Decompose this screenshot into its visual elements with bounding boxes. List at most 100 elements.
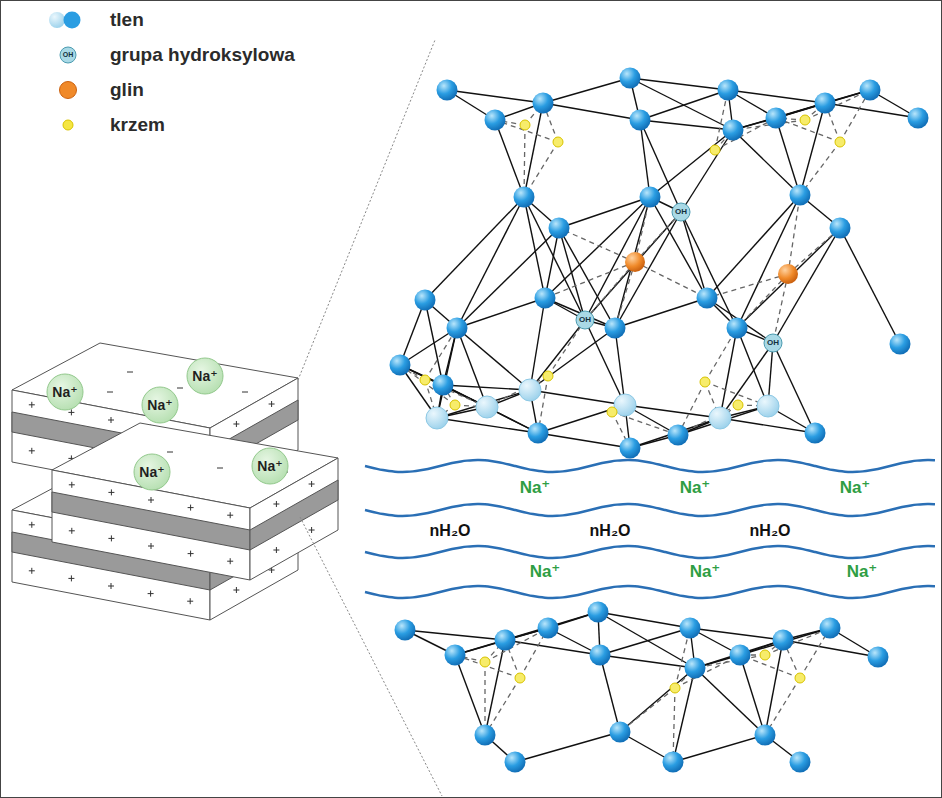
charge-plus: [29, 402, 35, 408]
bond-line: [524, 197, 545, 298]
charge-plus: [29, 522, 35, 528]
bond-line: [737, 228, 840, 328]
hydroxyl-label: OH: [767, 339, 779, 347]
oxygen-atom: [727, 318, 748, 339]
hydroxyl-label: OH: [675, 208, 687, 216]
node-fill: [142, 387, 178, 423]
water-label: nH₂O: [587, 522, 634, 540]
sodium-ion-label: Na⁺: [517, 479, 554, 498]
bond-line: [678, 406, 768, 435]
silicon-atom: [553, 137, 563, 147]
silicon-atom: [795, 673, 805, 683]
sodium-ion: Na⁺: [186, 357, 224, 395]
charge-plus: [29, 448, 35, 454]
oxygen-atom: [437, 80, 458, 101]
interlayer-wave: [365, 504, 935, 516]
oxygen-atom-back: [476, 396, 498, 418]
bond-line: [737, 195, 800, 328]
oxygen-atom: [815, 93, 836, 114]
bond-line: [840, 228, 900, 344]
bond-dashed: [559, 228, 635, 262]
silicon-atom: [835, 137, 845, 147]
bond-line: [600, 628, 690, 655]
charge-minus: [217, 468, 223, 469]
bond-line: [585, 212, 681, 320]
hydroxyl-group: OH: [671, 202, 691, 222]
silicon-atom: [760, 650, 770, 660]
bond-line: [681, 130, 733, 212]
hydroxyl-group: OH: [575, 310, 595, 330]
charge-plus: [108, 535, 114, 541]
ion-label: Na⁺: [257, 459, 282, 473]
bond-dashed: [524, 125, 525, 197]
silicon-atom: [710, 145, 720, 155]
bond-line: [707, 298, 773, 343]
charge-plus: [187, 598, 193, 604]
legend-swatch: [40, 75, 90, 105]
bond-dashed: [635, 212, 681, 262]
sodium-ion-label: Na⁺: [677, 479, 714, 498]
interlayer-wave: [365, 460, 935, 472]
bond-line: [437, 390, 530, 418]
bond-line: [538, 405, 625, 433]
sodium-ion-label: Na⁺: [527, 563, 564, 582]
bond-line: [620, 668, 695, 732]
legend-item: grupa hydroksylowa: [40, 40, 295, 70]
legend-swatch: [40, 5, 90, 35]
interlayer-wave: [365, 586, 935, 598]
sodium-ion: Na⁺: [46, 373, 84, 411]
hydroxyl-label: OH: [579, 316, 591, 324]
oxygen-atom-back: [519, 379, 541, 401]
bond-line: [625, 405, 720, 418]
layer-face: [52, 492, 250, 550]
oxygen-atom: [528, 423, 549, 444]
silicon-atom: [800, 115, 810, 125]
oxygen-atom: [447, 318, 468, 339]
silicon-atom: [450, 400, 460, 410]
oxygen-atom: [908, 108, 929, 129]
bond-line: [505, 612, 598, 640]
legend-text: tlen: [110, 9, 144, 31]
bond-line: [690, 628, 783, 640]
charge-plus: [148, 497, 154, 503]
oxygen-atom: [620, 438, 641, 459]
bond-dashed: [707, 274, 788, 298]
oxygen-atom-back: [709, 407, 731, 429]
bond-line: [545, 298, 615, 328]
bond-dashed: [585, 262, 635, 320]
silicon-atom: [700, 377, 710, 387]
oxygen-atom: [535, 288, 556, 309]
oxygen-atom: [475, 725, 496, 746]
bond-dashed: [673, 688, 675, 762]
bond-line: [740, 655, 765, 735]
bond-dashed: [635, 262, 707, 298]
bond-line: [405, 630, 505, 640]
bond-line: [776, 90, 870, 118]
silicon-atom: [520, 120, 530, 130]
oxygen-atom: [680, 618, 701, 639]
oxygen-atom: [663, 752, 684, 773]
silicon-atom: [733, 400, 743, 410]
bond-dashed: [773, 274, 788, 343]
water-label: nH₂O: [427, 522, 474, 540]
oxygen-atom: [640, 187, 661, 208]
oxygen-atom: [868, 647, 889, 668]
charge-plus: [29, 568, 35, 574]
bond-dashed: [788, 195, 800, 274]
bond-line: [707, 195, 800, 298]
legend-atom: [60, 82, 77, 99]
bond-line: [455, 655, 485, 735]
charge-plus: [69, 482, 75, 488]
silicon-atom: [670, 683, 680, 693]
bond-line: [495, 120, 524, 197]
node-fill: [252, 448, 288, 484]
bond-line: [640, 90, 728, 120]
bond-line: [543, 78, 630, 103]
silicon-atom: [420, 375, 430, 385]
charge-plus: [227, 558, 233, 564]
oxygen-atom-back: [426, 407, 448, 429]
bond-line: [443, 385, 530, 390]
bond-line: [673, 735, 765, 762]
oxygen-atom: [495, 630, 516, 651]
charge-minus: [167, 452, 173, 453]
